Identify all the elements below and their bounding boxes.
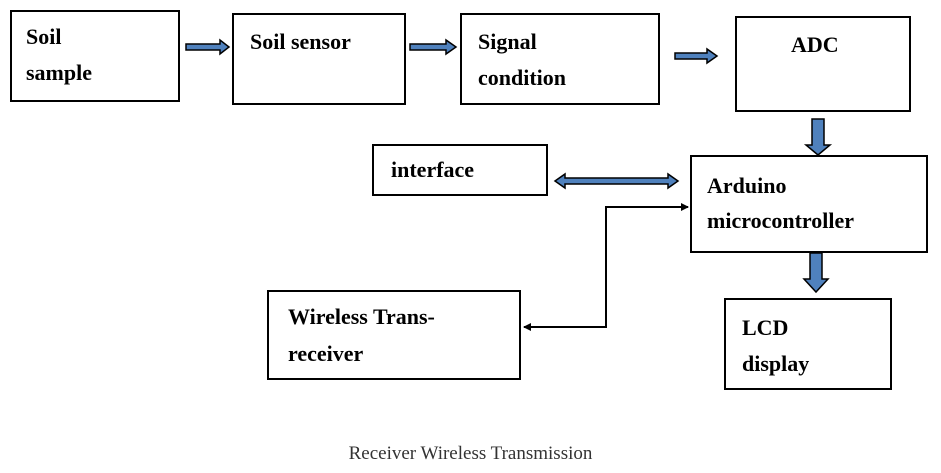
node-interface — [372, 144, 548, 196]
node-lcd — [724, 298, 892, 390]
arduino-label-2: microcontroller — [707, 208, 855, 233]
adc-label: ADC — [791, 32, 839, 57]
arrow-signal-condition-to-adc — [674, 47, 719, 65]
arrow-adc-to-arduino — [803, 118, 833, 156]
arrow-arduino-to-lcd — [802, 252, 830, 294]
arrow-interface-arduino — [553, 172, 680, 190]
arrow-soil-sample-to-soil-sensor — [185, 38, 231, 56]
figure-caption: Receiver Wireless Transmission — [348, 443, 593, 464]
lcd-label-1: LCD — [742, 315, 789, 340]
arrow-arduino-wireless — [523, 203, 689, 331]
node-wireless — [267, 290, 521, 380]
soil-sample-label-1: Soil — [26, 24, 62, 49]
soil-sample-label-2: sample — [26, 60, 92, 85]
lcd-label-2: display — [742, 351, 810, 376]
arrow-soil-sensor-to-signal-condition — [409, 38, 458, 56]
node-adc — [735, 16, 911, 112]
wireless-label-2: receiver — [288, 341, 364, 366]
arduino-label-1: Arduino — [707, 173, 787, 198]
node-signal-condition — [460, 13, 660, 105]
soil-sensor-label: Soil sensor — [250, 29, 351, 54]
node-soil-sensor — [232, 13, 406, 105]
signal-condition-label-1: Signal — [478, 29, 537, 54]
node-arduino — [690, 155, 928, 253]
wireless-label-1: Wireless Trans- — [288, 304, 435, 329]
interface-label: interface — [391, 157, 475, 182]
node-soil-sample — [10, 10, 180, 102]
signal-condition-label-2: condition — [478, 65, 567, 90]
